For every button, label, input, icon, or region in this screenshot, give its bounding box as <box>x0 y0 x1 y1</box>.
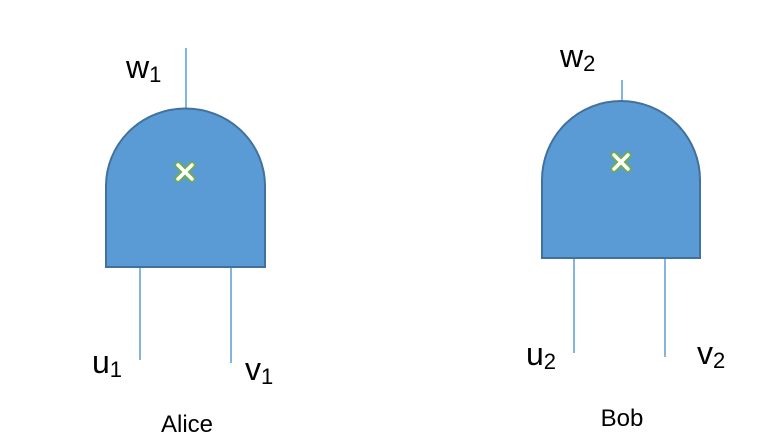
bob-gate-body <box>541 100 701 259</box>
bob-gate: w2 u2 v2 Bob <box>526 38 725 432</box>
bob-party-label: Bob <box>601 405 644 432</box>
alice-input-right-label: v1 <box>245 351 273 389</box>
alice-gate-body <box>105 107 266 268</box>
alice-party-label: Alice <box>161 411 213 438</box>
bob-output-label: w2 <box>559 38 595 76</box>
alice-gate: w1 u1 v1 Alice <box>92 48 273 438</box>
alice-input-left-label: u1 <box>92 344 122 382</box>
times-icon <box>174 161 196 183</box>
alice-output-label: w1 <box>125 49 161 87</box>
bob-input-left-label: u2 <box>526 336 556 374</box>
times-icon <box>610 151 632 173</box>
bob-input-right-label: v2 <box>697 335 725 373</box>
